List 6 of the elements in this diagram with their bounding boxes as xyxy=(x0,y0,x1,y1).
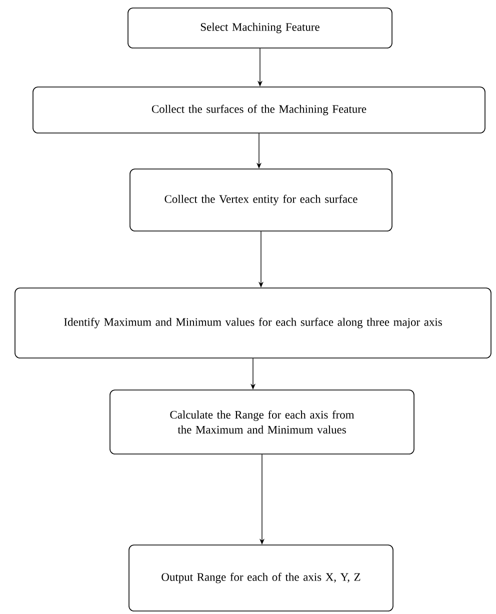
process-box: Select Machining Feature xyxy=(128,8,392,48)
process-box: Collect the Vertex entity for each surface xyxy=(130,168,392,232)
process-box: Collect the surfaces of the Machining Feature xyxy=(32,86,486,134)
process-box: Output Range for each of the axis X, Y, Z xyxy=(128,544,394,612)
process-box: Calculate the Range for each axis from the Maximum and Minimum values xyxy=(110,390,414,454)
process-box: Identify Maximum and Minimum values for each surface along three major axis xyxy=(14,288,492,358)
